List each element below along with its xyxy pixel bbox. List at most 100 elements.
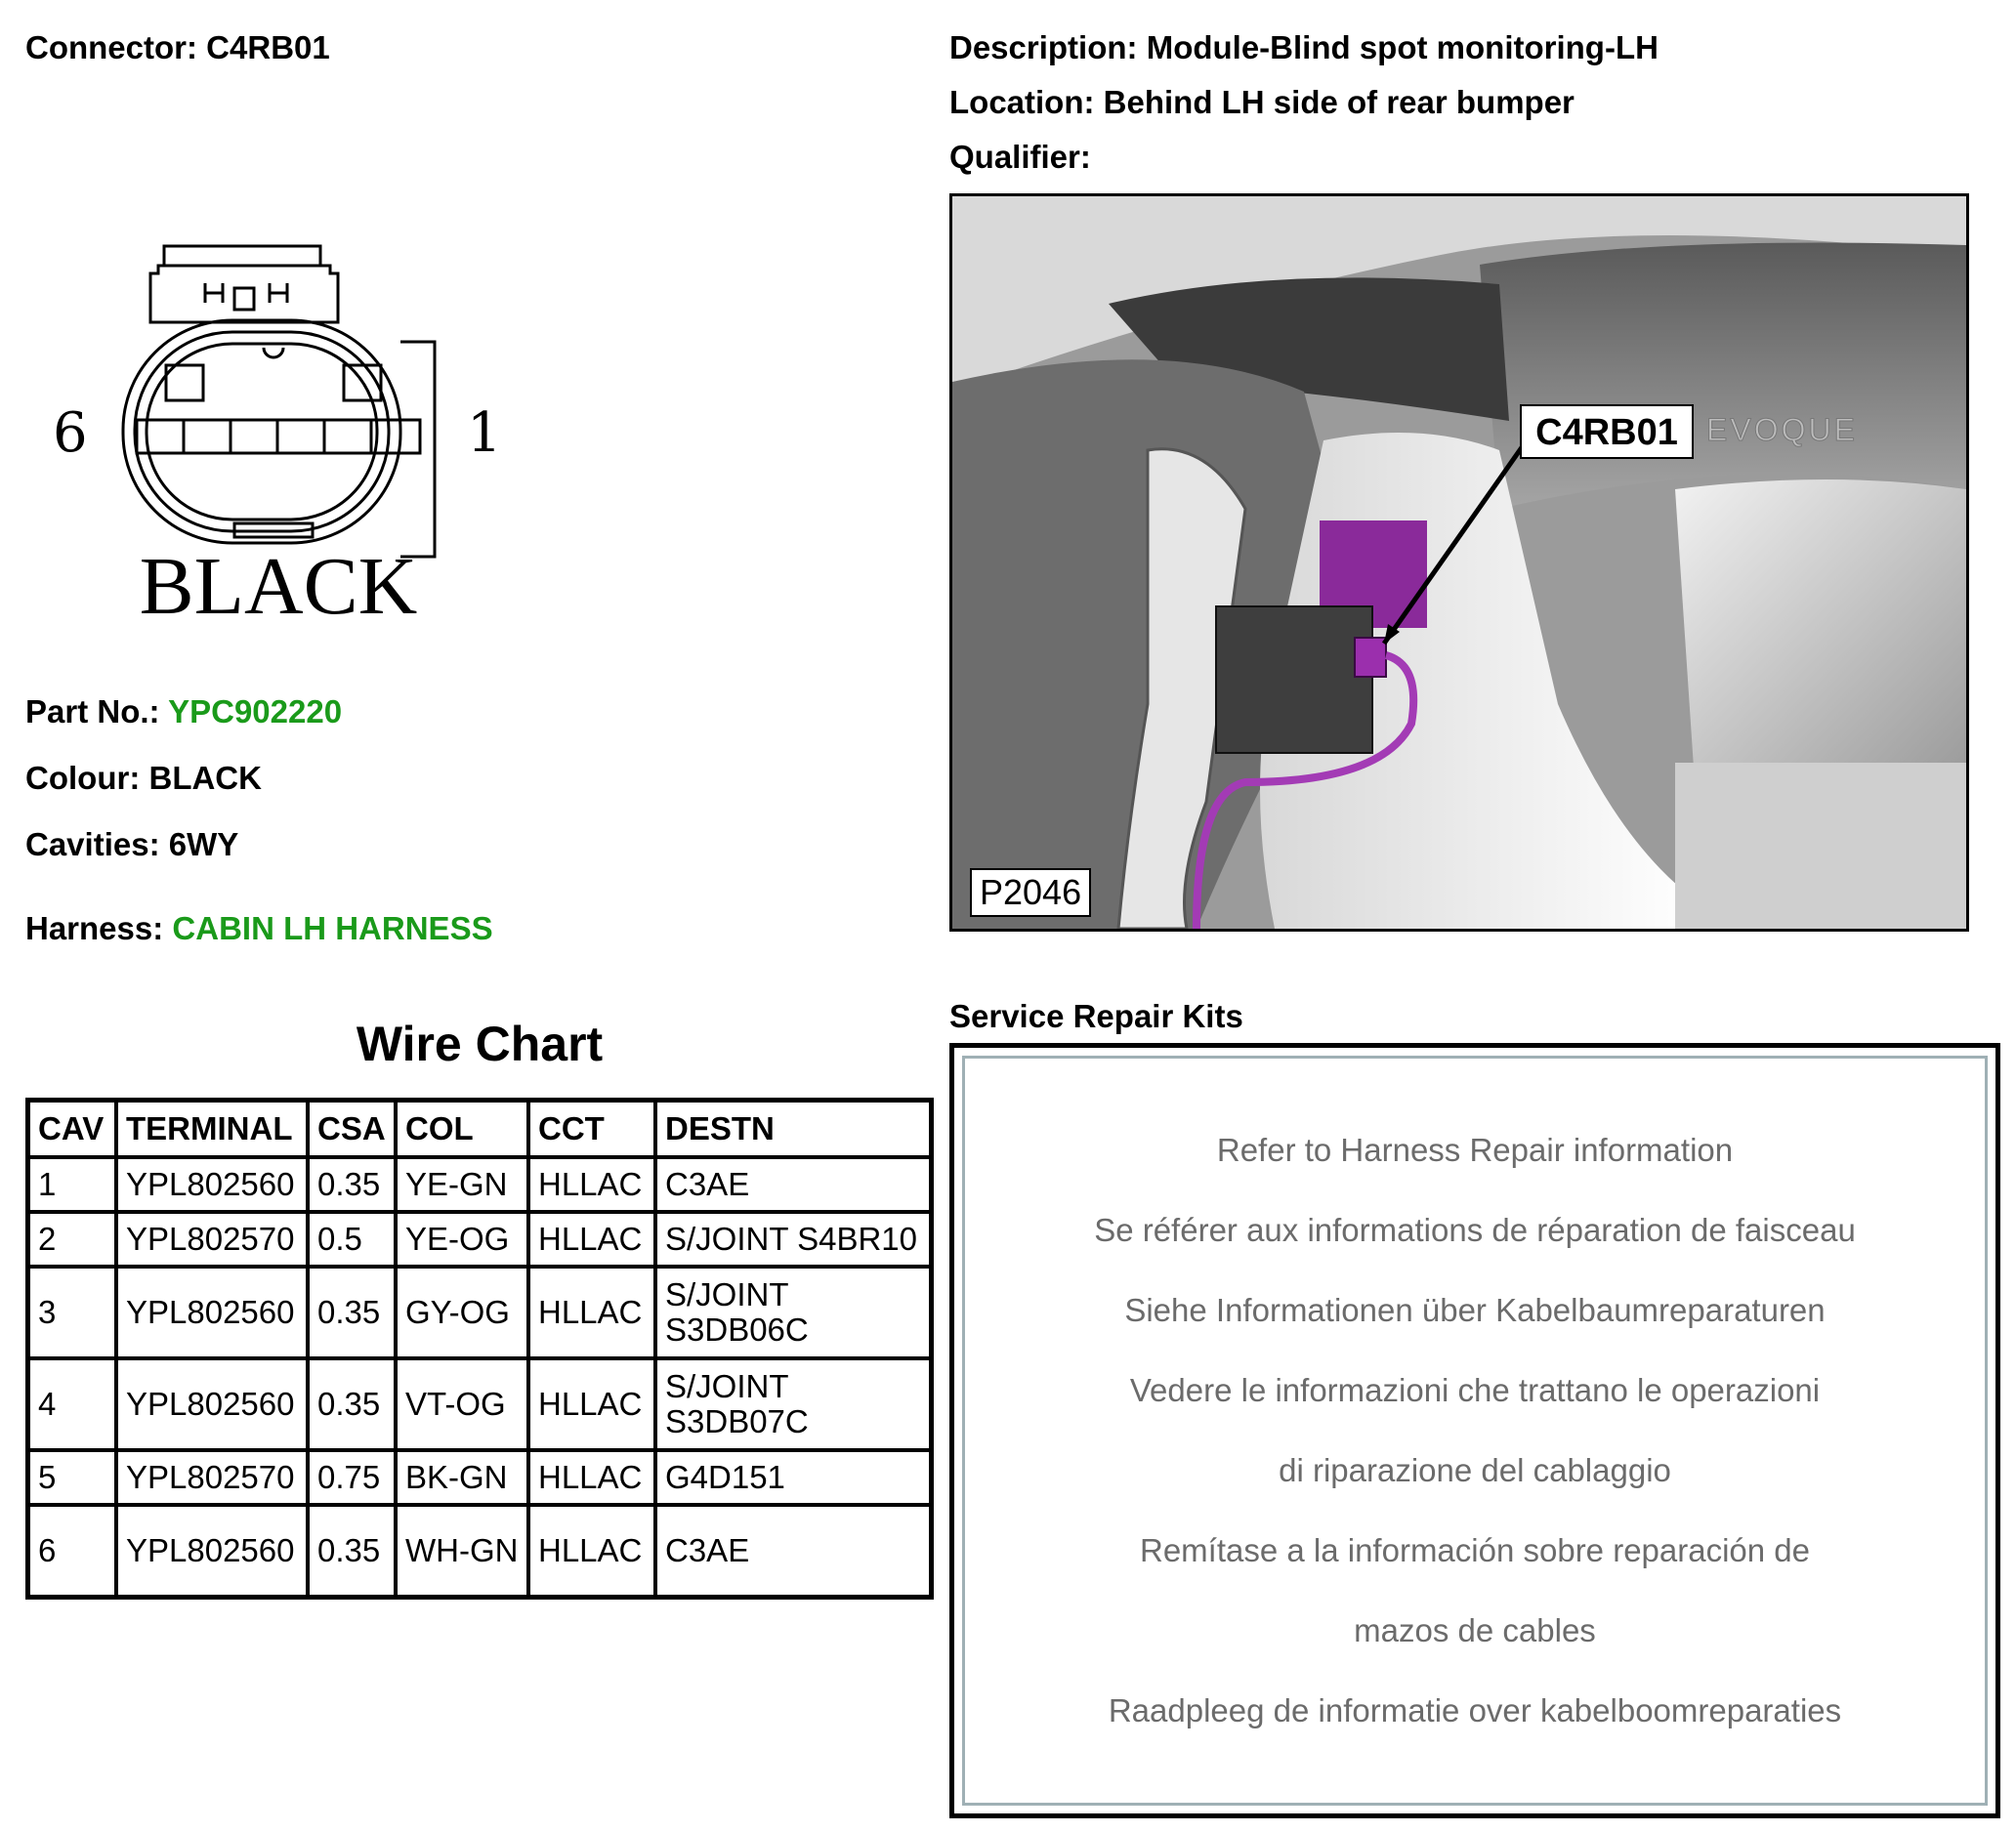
latch-detail-2 <box>232 286 256 312</box>
cell-col: YE-OG <box>394 1210 530 1269</box>
cell-cav: 2 <box>25 1210 118 1269</box>
description-value: Module-Blind spot monitoring-LH <box>1146 29 1659 65</box>
connector-value: C4RB01 <box>206 29 330 65</box>
qualifier-label: Qualifier: <box>949 139 1091 175</box>
table-row: 2 YPL802570 0.5 YE-OG HLLAC S/JOINT S4BR… <box>25 1210 934 1269</box>
cavities-value: 6WY <box>168 826 239 862</box>
callout-box <box>1520 404 1694 459</box>
model-badge: EVOQUE <box>1706 412 1858 447</box>
cell-csa: 0.75 <box>306 1448 398 1507</box>
cell-cct: HLLAC <box>526 1356 657 1452</box>
latch-detail-3 <box>268 283 289 303</box>
cell-terminal: YPL802560 <box>114 1155 310 1214</box>
location-line: Location: Behind LH side of rear bumper <box>949 84 1575 121</box>
table-row: 1 YPL802560 0.35 YE-GN HLLAC C3AE <box>25 1155 934 1214</box>
connector-shell-mid <box>133 330 391 533</box>
harness-wire <box>1193 651 1418 929</box>
callout-leader-line <box>1381 429 1536 645</box>
wire-chart-title: Wire Chart <box>356 1017 604 1071</box>
kit-line: mazos de cables <box>1354 1612 1596 1648</box>
cell-col: VT-OG <box>394 1356 530 1452</box>
kit-line: Remítase a la información sobre reparaci… <box>1139 1532 1811 1568</box>
cell-destn: C3AE <box>653 1155 934 1214</box>
column-header-cct: CCT <box>526 1098 657 1159</box>
cell-terminal: YPL802560 <box>114 1503 310 1599</box>
blind-spot-module <box>1215 605 1373 754</box>
column-header-cav: CAV <box>25 1098 118 1159</box>
cell-terminal: YPL802560 <box>114 1265 310 1360</box>
latch-detail-1 <box>203 283 225 303</box>
module-connector <box>1354 637 1387 678</box>
connector-shell-inner <box>145 342 379 521</box>
cell-cct: HLLAC <box>526 1210 657 1269</box>
latch-body <box>148 264 340 324</box>
location-value: Behind LH side of rear bumper <box>1103 84 1575 120</box>
cell-csa: 0.35 <box>306 1265 398 1360</box>
part-no-line: Part No.: YPC902220 <box>25 693 342 730</box>
column-header-terminal: TERMINAL <box>114 1098 310 1159</box>
callout-arrowhead <box>1384 624 1400 644</box>
cell-col: WH-GN <box>394 1503 530 1599</box>
cell-cct: HLLAC <box>526 1265 657 1360</box>
cell-cct: HLLAC <box>526 1155 657 1214</box>
cell-csa: 0.5 <box>306 1210 398 1269</box>
qualifier-line: Qualifier: <box>949 139 1091 176</box>
cell-col: BK-GN <box>394 1448 530 1507</box>
upper-body-panel <box>952 196 1966 392</box>
rear-quarter-panel <box>1675 479 1966 782</box>
photo-reference: P2046 <box>970 868 1092 917</box>
cell-destn: C3AE <box>653 1503 934 1599</box>
table-header-row: CAV TERMINAL CSA COL CCT DESTN <box>25 1098 934 1159</box>
colour-line: Colour: BLACK <box>25 760 262 797</box>
cavities-line: Cavities: 6WY <box>25 826 238 863</box>
kit-line: Siehe Informationen über Kabelbaumrepara… <box>1124 1292 1826 1328</box>
latch-top <box>162 244 322 268</box>
cell-cav: 3 <box>25 1265 118 1360</box>
cell-csa: 0.35 <box>306 1356 398 1452</box>
connector-colour-text: BLACK <box>140 541 418 625</box>
cell-destn: S/JOINT S4BR10 <box>653 1210 934 1269</box>
connector-shell-outer <box>121 318 402 545</box>
cell-col: YE-GN <box>394 1155 530 1214</box>
connector-face-diagram: 6 1 BLACK <box>53 244 502 625</box>
cell-terminal: YPL802560 <box>114 1356 310 1452</box>
cell-cav: 6 <box>25 1503 118 1599</box>
service-repair-kits-box: Refer to Harness Repair information Se r… <box>949 1043 2000 1818</box>
key-right <box>342 363 383 402</box>
cell-destn: S/JOINT S3DB06C <box>653 1265 934 1360</box>
harness-line: Harness: CABIN LH HARNESS <box>25 910 493 947</box>
colour-label: Colour: <box>25 760 141 796</box>
table-row: 4 YPL802560 0.35 VT-OG HLLAC S/JOINT S3D… <box>25 1356 934 1452</box>
table-row: 5 YPL802570 0.75 BK-GN HLLAC G4D151 <box>25 1448 934 1507</box>
kit-line: Raadpleeg de informatie over kabelboomre… <box>1108 1692 1842 1728</box>
rear-bumper-panel <box>1480 242 1966 509</box>
connector-location-photo: C4RB01 EVOQUE P2046 <box>949 193 1969 932</box>
connector-line: Connector: C4RB01 <box>25 29 330 66</box>
harness-value: CABIN LH HARNESS <box>172 910 493 946</box>
cell-csa: 0.35 <box>306 1503 398 1599</box>
pin-number-left: 6 <box>53 401 88 465</box>
part-no-label: Part No.: <box>25 693 160 729</box>
column-header-destn: DESTN <box>653 1098 934 1159</box>
cell-cav: 5 <box>25 1448 118 1507</box>
wire-chart-table: CAV TERMINAL CSA COL CCT DESTN 1 YPL8025… <box>25 1098 934 1600</box>
cell-cav: 1 <box>25 1155 118 1214</box>
harness-label: Harness: <box>25 910 164 946</box>
table-row: 3 YPL802560 0.35 GY-OG HLLAC S/JOINT S3D… <box>25 1265 934 1360</box>
cell-destn: G4D151 <box>653 1448 934 1507</box>
bottom-tab <box>232 521 315 539</box>
cell-col: GY-OG <box>394 1265 530 1360</box>
callout-label: C4RB01 <box>1535 412 1678 453</box>
cell-destn: S/JOINT S3DB07C <box>653 1356 934 1452</box>
vehicle-illustration: C4RB01 EVOQUE <box>952 196 1966 929</box>
kit-line: Vedere le informazioni che trattano le o… <box>1129 1372 1821 1408</box>
tail-lamp-housing <box>1109 277 1509 421</box>
connector-label: Connector: <box>25 29 197 65</box>
column-header-csa: CSA <box>306 1098 398 1159</box>
lower-valance <box>1675 763 1966 929</box>
kit-line: di riparazione del cablaggio <box>1279 1452 1671 1488</box>
cell-cav: 4 <box>25 1356 118 1452</box>
pin-number-right: 1 <box>467 401 502 465</box>
kit-line: Refer to Harness Repair information <box>1216 1132 1734 1168</box>
cell-cct: HLLAC <box>526 1448 657 1507</box>
